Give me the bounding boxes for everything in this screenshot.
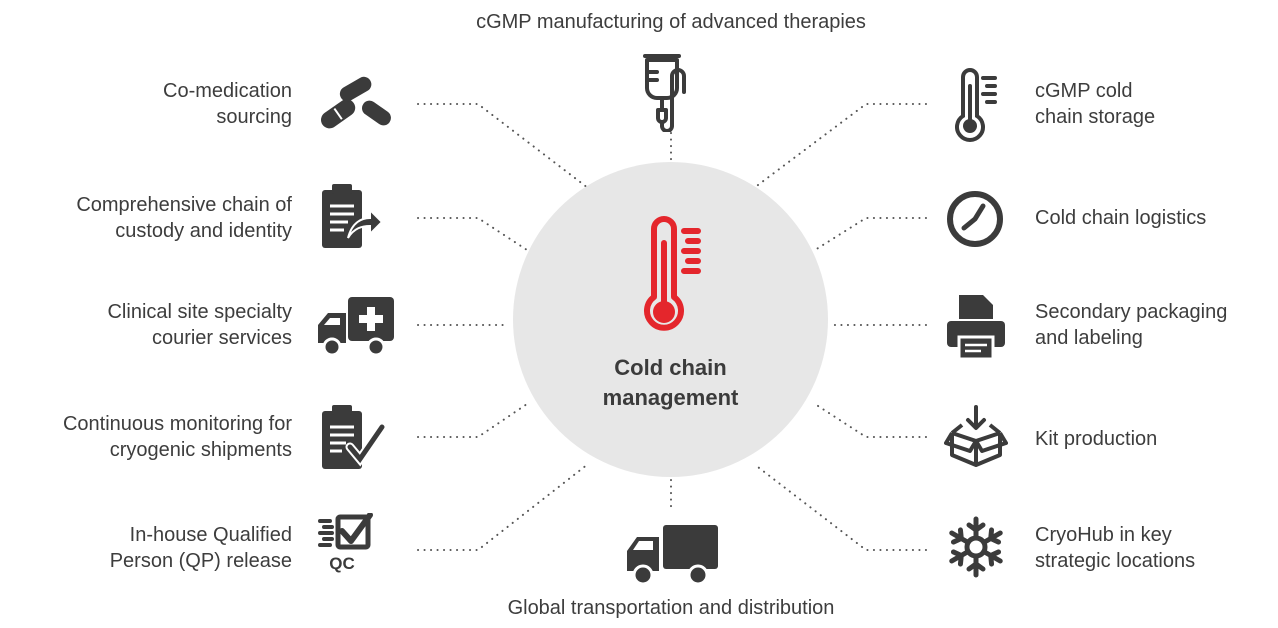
left-node-1-label: Co-medication sourcing [2,78,292,130]
left-node-2-label: Comprehensive chain of custody and ident… [2,192,292,244]
right-node-3-label: Secondary packaging and labeling [1035,299,1278,351]
qc-icon-text: QC [329,554,355,573]
open-box-icon [944,405,1008,467]
right-node-2-label: Cold chain logistics [1035,205,1278,231]
left-node-5-label: In-house Qualified Person (QP) release [2,522,292,574]
connector-right-5 [753,463,927,551]
right-node-4-line1: Kit production [1035,428,1158,450]
left-node-4-label: Continuous monitoring for cryogenic ship… [2,411,292,463]
printer-icon [947,295,1005,361]
left-node-1-line1: Co-medication [163,80,292,102]
right-node-3-line1: Secondary packaging [1035,301,1228,323]
pills-icon [321,76,391,129]
truck-icon [627,525,718,585]
snowflake-icon [949,516,1003,578]
connector-left-4 [417,403,528,438]
clipboard-check-icon [322,405,386,469]
right-node-3-line2: and labeling [1035,327,1143,349]
connector-right-4 [814,403,927,438]
clipboard-arrow-icon [322,184,384,248]
right-node-5-line2: strategic locations [1035,550,1196,572]
left-node-2-line1: Comprehensive chain of [76,194,292,216]
clock-icon [947,191,1003,247]
right-node-2-line1: Cold chain logistics [1035,207,1207,229]
connector-left-5 [417,463,589,551]
left-node-1-line2: sourcing [216,106,292,128]
qc-checklist-icon: QC [318,513,373,573]
bottom-node-label: Global transportation and distribution [507,597,835,619]
right-node-1-label: cGMP cold chain storage [1035,78,1278,130]
center-title-line2: management [602,385,739,410]
left-node-3-line1: Clinical site specialty [107,301,292,323]
connector-right-2 [814,217,927,251]
right-node-1-line1: cGMP cold [1035,80,1133,102]
left-node-5-line2: Person (QP) release [109,550,292,572]
left-node-2-line2: custody and identity [115,220,292,242]
right-node-4-label: Kit production [1035,426,1278,452]
thermometer-icon [644,216,701,331]
top-node-label: cGMP manufacturing of advanced therapies [476,11,866,33]
center-title: Cold chain management [513,353,828,413]
right-node-5-label: CryoHub in key strategic locations [1035,522,1278,574]
thermometer-icon [955,68,997,142]
left-node-4-line2: cryogenic shipments [109,439,292,461]
left-node-3-label: Clinical site specialty courier services [2,299,292,351]
connector-right-1 [753,103,927,189]
right-node-1-line2: chain storage [1035,106,1156,128]
connector-left-1 [417,103,589,189]
iv-bag-icon [643,54,686,132]
connector-left-2 [417,217,528,251]
ambulance-icon [318,297,394,357]
left-node-5-line1: In-house Qualified [129,524,292,546]
left-node-4-line1: Continuous monitoring for [62,413,292,435]
left-node-3-line2: courier services [151,327,292,349]
right-node-5-line1: CryoHub in key [1035,524,1172,546]
center-title-line1: Cold chain [614,355,727,380]
